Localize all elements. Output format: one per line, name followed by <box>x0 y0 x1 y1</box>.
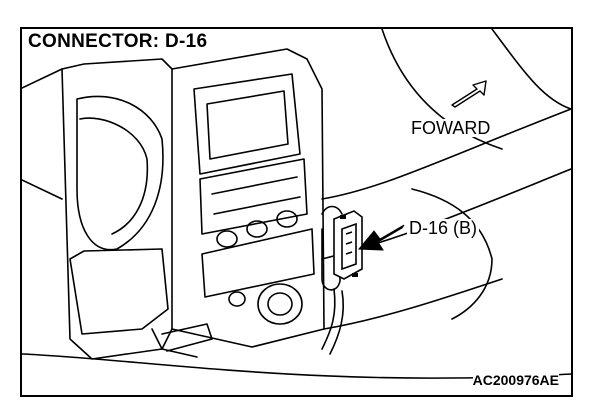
outline-arrow-icon <box>451 80 487 108</box>
diagram-frame: CONNECTOR: D-16 FOWARD D-16 (B) AC200976… <box>20 27 573 397</box>
dashboard-illustration <box>22 29 571 379</box>
diagram-title: CONNECTOR: D-16 <box>22 29 216 57</box>
connector-label: D-16 (B) <box>407 218 480 238</box>
solid-arrow-icon <box>357 224 405 251</box>
forward-label: FOWARD <box>409 118 493 138</box>
figure-code: AC200976AE <box>472 372 559 388</box>
